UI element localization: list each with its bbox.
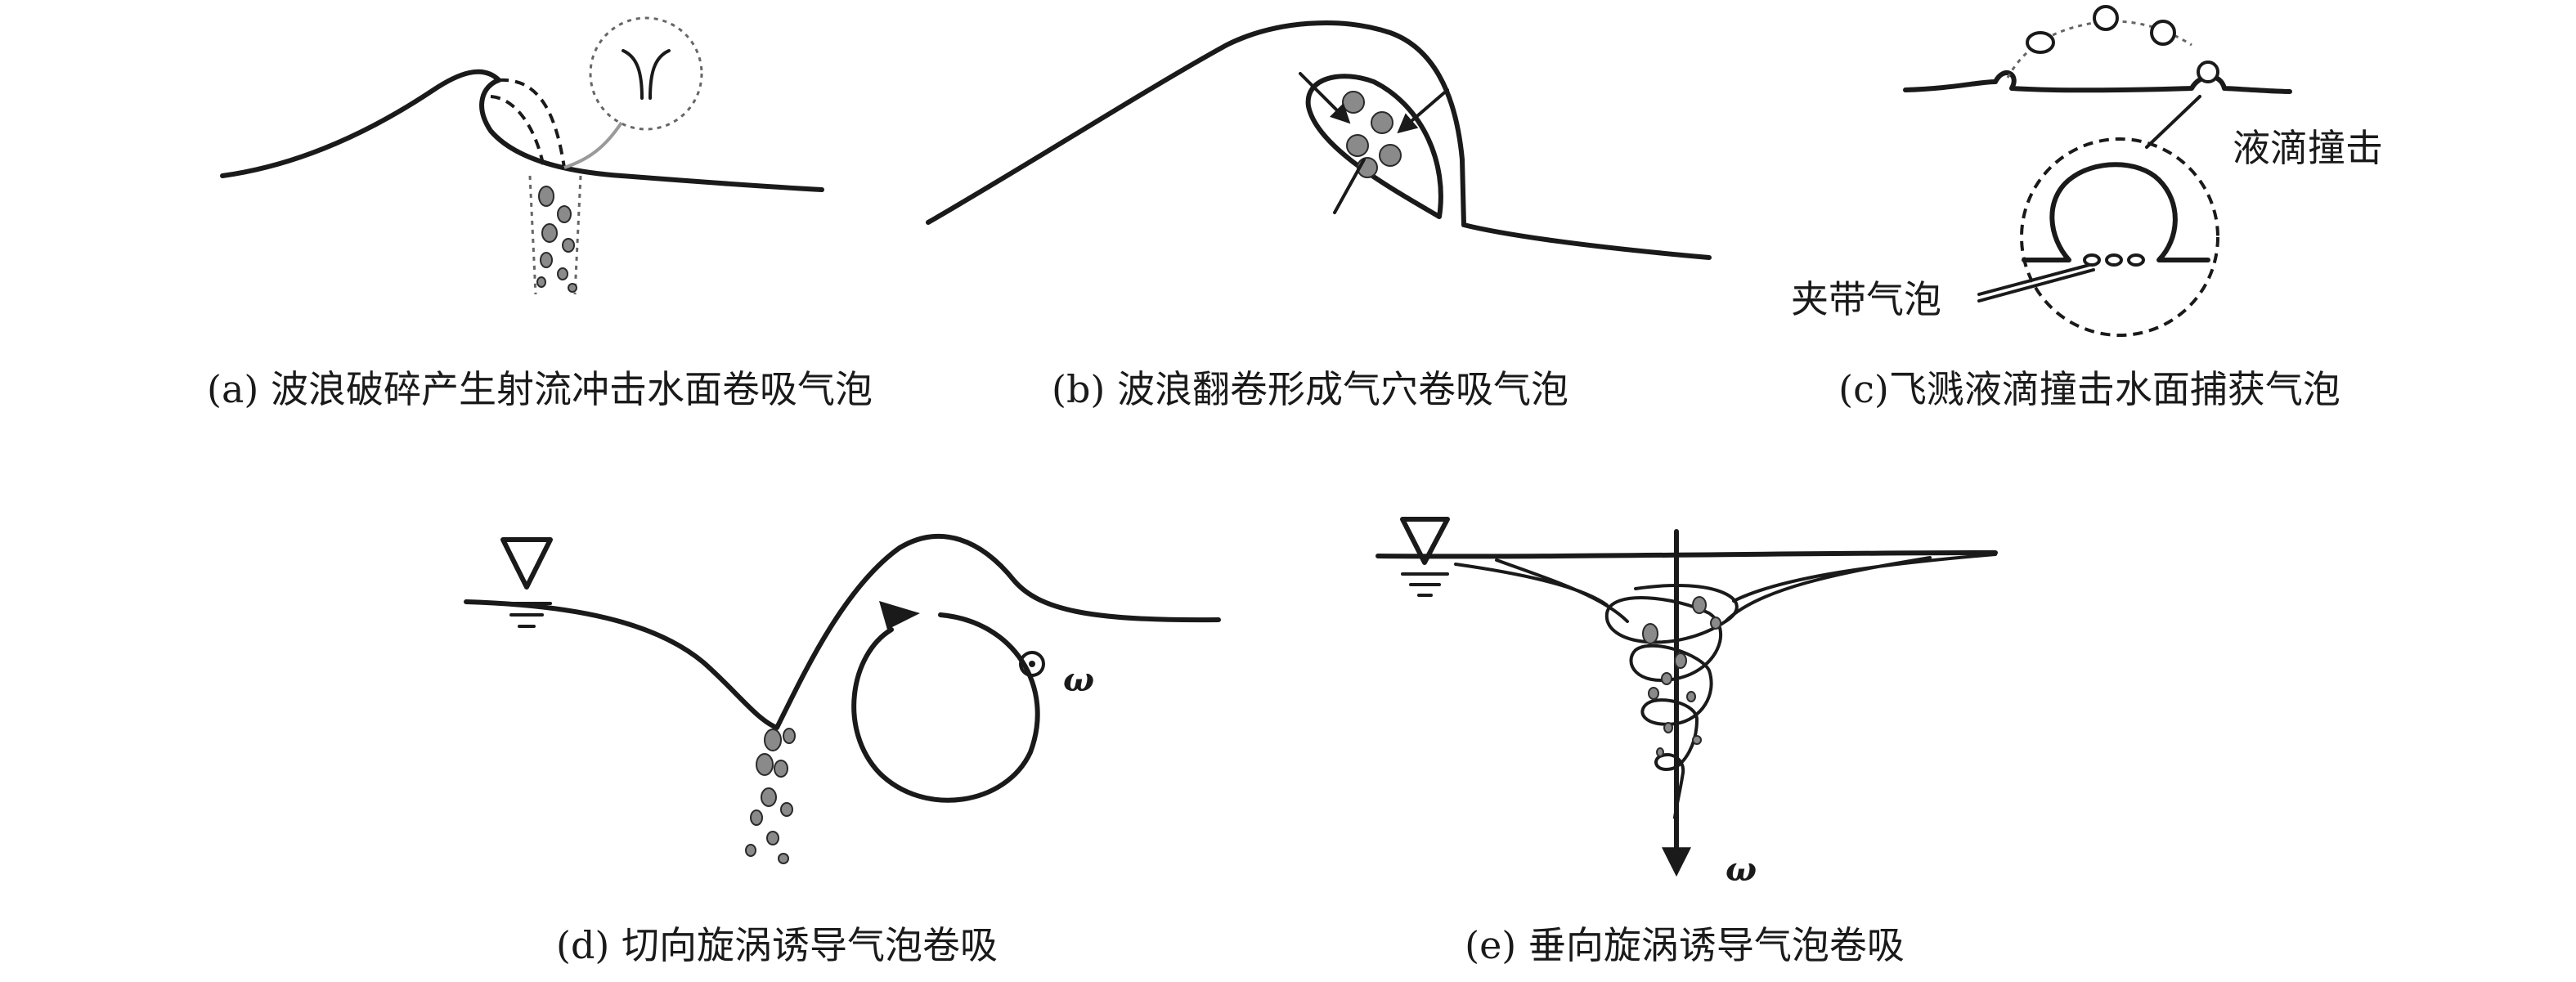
panel-b-illustration <box>926 20 1712 260</box>
panel-b-caption: (b) 波浪翻卷形成气穴卷吸气泡 <box>1052 367 1568 411</box>
panel-a-plume-outline <box>528 175 582 295</box>
panel-a-zoom-circle <box>589 16 703 131</box>
panel-e-caption: (e) 垂向旋涡诱导气泡卷吸 <box>1465 923 1905 967</box>
panel-e-bubbles <box>1642 596 1721 757</box>
panel-d-free-surface <box>464 534 1221 730</box>
panel-d-omega-symbol-ring <box>1019 651 1045 677</box>
panel-a-jet-dashed-outer <box>498 78 566 168</box>
panel-b-arrow-right <box>1397 88 1449 134</box>
panel-b-axis-line <box>1333 158 1366 214</box>
panel-a-caption: (a) 波浪破碎产生射流冲击水面卷吸气泡 <box>207 367 873 411</box>
panel-d-water-level-icon <box>500 537 553 590</box>
panel-c-caption: (c)飞溅液滴撞击水面捕获气泡 <box>1838 367 2340 411</box>
panel-d-illustration <box>464 534 1221 864</box>
panel-d-omega-symbol-dot <box>1029 661 1035 667</box>
panel-d-caption: (d) 切向旋涡诱导气泡卷吸 <box>556 923 998 967</box>
panel-e-illustration <box>1376 517 1998 877</box>
panel-b-wave-surface <box>926 20 1712 260</box>
panel-e-water-level-icon <box>1400 517 1450 565</box>
panel-c-bubble-leader-2 <box>1977 268 2095 303</box>
panel-d-rotation-arrowhead <box>879 601 920 630</box>
panel-b-air-cavity <box>1305 74 1443 219</box>
panel-c-trapped-bubbles <box>2083 253 2145 267</box>
panel-a-bubbles <box>536 186 577 293</box>
panel-c-illustration <box>1903 5 2292 337</box>
panel-e-free-surface <box>1376 550 1998 559</box>
panel-c-zoom-leader <box>2145 95 2201 149</box>
panel-d-bubbles <box>745 728 796 864</box>
panel-e-omega-label: ω <box>1726 850 1757 889</box>
panel-a-zoom-leader <box>563 121 623 169</box>
panel-a-jet-dashed-inner <box>490 95 545 168</box>
panel-c-zoom-circle <box>2020 137 2219 337</box>
panel-c-water-surface <box>1903 70 2292 94</box>
panel-d-omega-label: ω <box>1063 661 1095 699</box>
panel-a-zoom-detail <box>622 49 671 100</box>
panel-c-label-entrained-bubble: 夹带气泡 <box>1791 277 1941 321</box>
panel-a-wave-surface <box>220 69 824 192</box>
panel-c-bubble-leader-1 <box>1977 263 2091 296</box>
panel-d-vortex-circle <box>851 612 1040 803</box>
panel-c-label-droplet-impact: 液滴撞击 <box>2233 126 2383 170</box>
panel-e-vortex-funnel <box>1454 553 1997 623</box>
panel-b-arrow-in <box>1299 72 1351 124</box>
panel-a-illustration <box>220 16 824 295</box>
panel-b-bubbles <box>1342 91 1402 178</box>
panel-c-droplets <box>2026 5 2219 83</box>
panel-c-impact-surface <box>2022 162 2210 262</box>
